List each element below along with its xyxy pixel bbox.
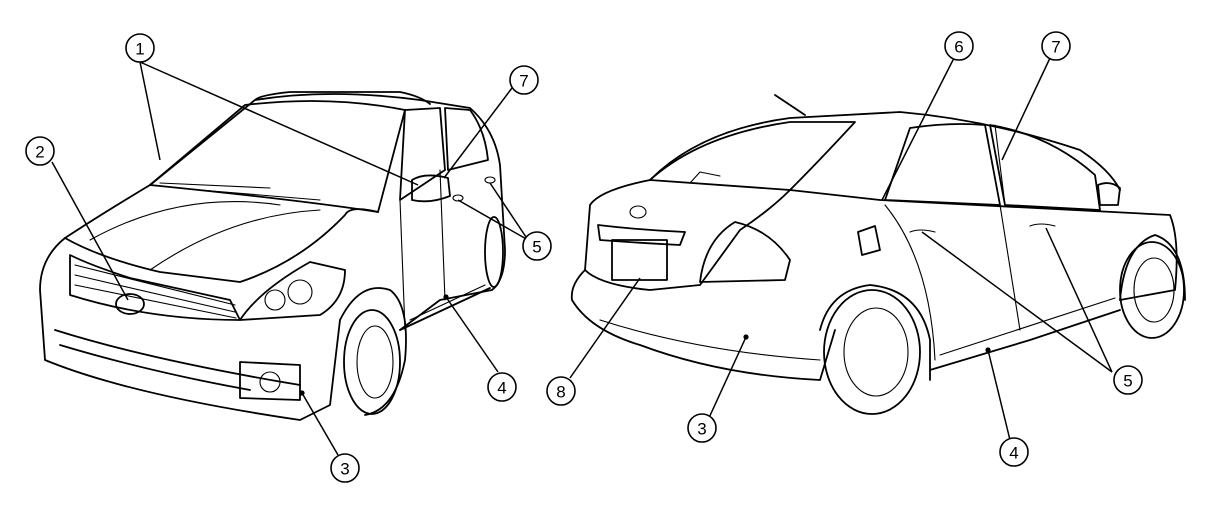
callout-7-rear: 7 bbox=[1041, 31, 1071, 61]
callout-7-front-number: 7 bbox=[519, 72, 528, 91]
callout-3-rear: 3 bbox=[687, 413, 717, 443]
callout-5-rear-number: 5 bbox=[1123, 372, 1132, 391]
callout-1: 1 bbox=[125, 33, 155, 63]
callout-5-front: 5 bbox=[522, 231, 552, 261]
callout-4-rear-number: 4 bbox=[1009, 444, 1018, 463]
callout-3-rear-number: 3 bbox=[697, 420, 706, 439]
callout-7-front: 7 bbox=[509, 65, 539, 95]
callout-3-front: 3 bbox=[330, 453, 360, 483]
callout-3-front-number: 3 bbox=[340, 460, 349, 479]
callout-8: 8 bbox=[546, 376, 576, 406]
callout-4-front: 4 bbox=[487, 372, 517, 402]
callout-8-number: 8 bbox=[556, 383, 565, 402]
callout-1-number: 1 bbox=[135, 40, 144, 59]
callout-2: 2 bbox=[25, 136, 55, 166]
callout-7-rear-number: 7 bbox=[1051, 38, 1060, 57]
leader-dots bbox=[299, 294, 991, 396]
callout-6: 6 bbox=[944, 31, 974, 61]
callout-6-number: 6 bbox=[954, 38, 963, 57]
callout-4-front-number: 4 bbox=[497, 379, 506, 398]
callout-5-rear: 5 bbox=[1113, 365, 1143, 395]
leader-lines bbox=[51, 57, 1113, 456]
front-car-illustration bbox=[39, 91, 506, 421]
callout-5-front-number: 5 bbox=[532, 238, 541, 257]
callout-2-number: 2 bbox=[35, 143, 44, 162]
rear-car-illustration bbox=[570, 94, 1186, 415]
callout-4-rear: 4 bbox=[999, 437, 1029, 467]
